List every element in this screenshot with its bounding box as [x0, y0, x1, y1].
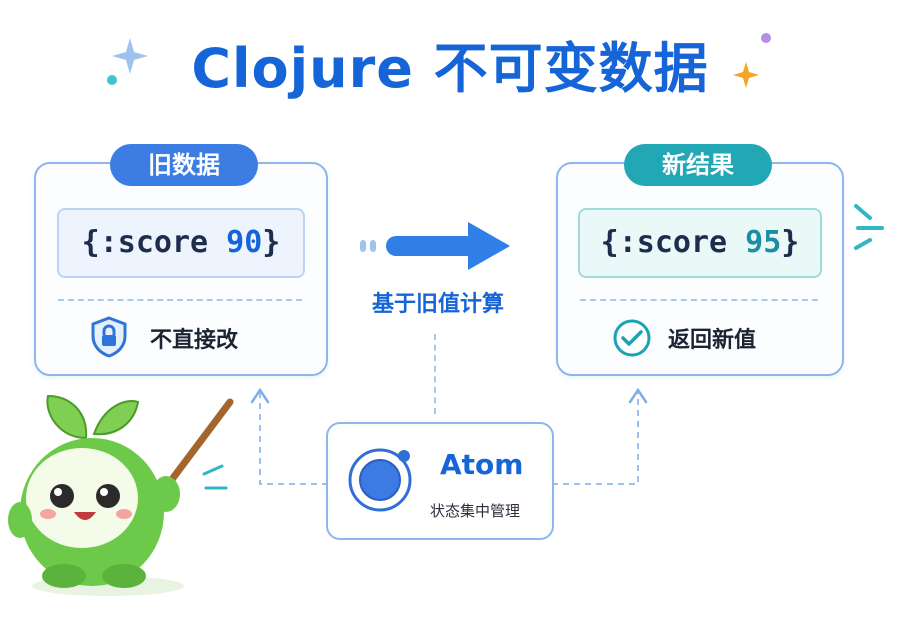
sparkle-decoration-left: [107, 38, 148, 85]
vertical-connector: [434, 334, 436, 414]
atom-subtitle: 状态集中管理: [430, 502, 521, 520]
new-result-code: {:score 95}: [578, 208, 822, 278]
atom-title: Atom: [440, 448, 524, 481]
divider: [580, 299, 818, 301]
code-prefix: {:score: [600, 225, 746, 260]
check-circle-icon: [613, 319, 651, 357]
lock-shield-icon: [91, 316, 127, 358]
page-title: Clojure 不可变数据: [191, 37, 709, 100]
code-suffix: }: [262, 225, 281, 260]
compute-label: 基于旧值计算: [371, 292, 504, 317]
old-data-code: {:score 90}: [57, 208, 305, 278]
old-data-note: 不直接改: [150, 328, 239, 353]
sparkle-decoration-right: [733, 33, 771, 88]
atom-connectors: [250, 387, 648, 485]
code-value: 95: [745, 225, 782, 260]
code-prefix: {:score: [81, 225, 227, 260]
atom-orbit-icon: [348, 448, 412, 512]
code-suffix: }: [781, 225, 800, 260]
old-data-badge: 旧数据: [110, 144, 258, 186]
divider: [58, 299, 302, 301]
code-value: 90: [226, 225, 263, 260]
compute-arrow-icon: [360, 222, 510, 270]
new-result-note: 返回新值: [668, 328, 757, 353]
mascot-illustration: [8, 394, 234, 596]
new-result-badge: 新结果: [624, 144, 772, 186]
emphasis-marks-decoration: [854, 204, 884, 250]
